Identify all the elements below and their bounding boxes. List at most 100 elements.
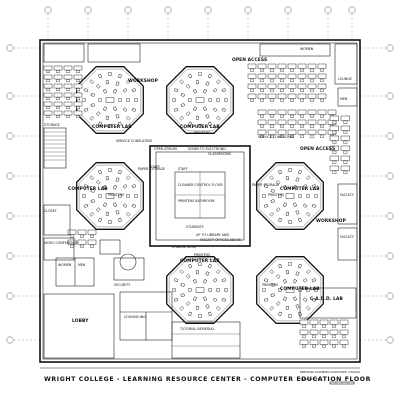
grid-bubble-left: [6, 172, 14, 180]
grid-bubble-right: [386, 172, 394, 180]
workstation-desk: [98, 121, 103, 127]
workstation-desk: [202, 279, 208, 284]
workstation-desk: [263, 184, 269, 189]
open-access-chair: [300, 98, 304, 102]
workstation-desk: [126, 116, 131, 121]
workstation-desk: [118, 194, 122, 198]
label-cad-lab: C.A.D.D. LAB: [310, 296, 343, 302]
lab-inner-outline: [258, 258, 322, 322]
scale-label: SCALE IN FEET: [300, 377, 319, 381]
open-access-chair: [343, 150, 348, 154]
open-access-chair: [290, 68, 294, 72]
open-access-desk: [329, 135, 340, 141]
open-access-desk: [43, 74, 53, 80]
open-access-desk: [329, 329, 339, 335]
open-access-desk: [319, 329, 329, 335]
workstation-desk: [302, 184, 308, 189]
workstation-desk: [205, 114, 210, 119]
open-access-chair: [332, 140, 337, 144]
workstation-desk: [207, 311, 212, 317]
open-access-chair: [76, 88, 80, 91]
workstation-desk: [263, 203, 269, 208]
open-access-desk: [329, 145, 340, 151]
label-paper-storage-e: PAPER STORAGE: [252, 183, 279, 187]
workstation-desk: [95, 84, 101, 89]
workstation-desk: [173, 278, 179, 283]
open-access-chair: [56, 97, 60, 100]
open-access-desk: [299, 319, 309, 325]
label-printers-w: PRINTERS: [108, 193, 124, 197]
computer-lab-s: [166, 256, 234, 324]
open-access-chair: [290, 98, 294, 102]
open-access-desk: [309, 319, 319, 325]
open-access-left-desks: [43, 65, 83, 118]
workstation-desk: [311, 297, 317, 302]
open-access-chair: [322, 334, 326, 338]
workstation-desk: [115, 177, 120, 182]
grid-bubble-left: [6, 92, 14, 100]
open-access-chair: [290, 124, 294, 128]
label-computer-lab-e: COMPUTER LAB: [280, 186, 320, 192]
open-access-chair: [280, 88, 284, 92]
workstation-desk: [212, 88, 218, 93]
workstation-desk: [108, 124, 112, 128]
workstation-desk: [212, 107, 218, 112]
open-access-chair: [76, 70, 80, 73]
open-access-chair: [46, 70, 50, 73]
workstation-desk: [282, 185, 288, 190]
open-access-desk: [73, 83, 83, 89]
workstation-desk: [179, 79, 184, 84]
grid-bubble-left: [6, 292, 14, 300]
drawing-title: WRIGHT COLLEGE - LEARNING RESOURCE CENTE…: [44, 376, 371, 383]
workstation-desk: [118, 98, 122, 102]
label-printers-e: PRINTERS: [268, 193, 284, 197]
label-open-access-top: OPEN ACCESS: [232, 57, 267, 63]
open-access-chair: [302, 334, 306, 338]
open-access-chair: [250, 88, 254, 92]
lab-inner-outline: [258, 164, 322, 228]
label-computer-lab-se: COMPUTER LAB: [280, 286, 320, 292]
open-access-chair: [300, 78, 304, 82]
workstation-desk: [185, 84, 191, 89]
computer-lab-nw: [76, 66, 144, 134]
workstation-desk: [269, 175, 274, 180]
workstation-desk: [311, 203, 317, 208]
open-access-desk: [297, 63, 307, 69]
workstation-desk: [180, 103, 185, 107]
small-lab-desks: [67, 229, 97, 248]
open-access-chair: [322, 324, 326, 328]
workstation-desk: [102, 89, 108, 94]
open-access-chair: [332, 334, 336, 338]
open-access-chair: [76, 79, 80, 82]
workstation-desk: [212, 297, 218, 302]
open-access-desk: [257, 93, 267, 99]
instructor-desk: [285, 193, 295, 199]
grid-bubble-left: [6, 252, 14, 260]
workstation-desk: [221, 107, 227, 112]
workstation-desk: [185, 301, 191, 306]
workstation-desk: [263, 297, 269, 302]
open-access-desk: [340, 145, 351, 151]
workstation-desk: [117, 73, 122, 79]
label-lounge: LOUNGE: [338, 77, 352, 81]
workstation-desk: [288, 168, 292, 172]
workstation-desk: [131, 184, 137, 189]
open-access-desk: [77, 239, 87, 245]
open-access-chair: [270, 68, 274, 72]
open-access-desk: [299, 329, 309, 335]
open-access-chair: [343, 140, 348, 144]
workstation-desk: [108, 168, 112, 172]
open-access-desk: [247, 83, 257, 89]
workstation-desk: [314, 194, 318, 198]
workstation-desk: [98, 217, 103, 223]
workstation-desk: [192, 106, 198, 111]
open-access-chair: [343, 120, 348, 124]
workstation-desk: [282, 296, 288, 301]
workstation-desk: [202, 89, 208, 94]
open-access-desk: [53, 65, 63, 71]
workstation-desk: [105, 115, 110, 120]
title-block: WRIGHT COLLEGE - LEARNING RESOURCE CENTE…: [40, 367, 371, 385]
label-cleaner-control-floor: CLEANER CONTROL FLOOR: [178, 183, 223, 187]
open-access-chair: [70, 234, 74, 238]
open-access-desk: [340, 135, 351, 141]
